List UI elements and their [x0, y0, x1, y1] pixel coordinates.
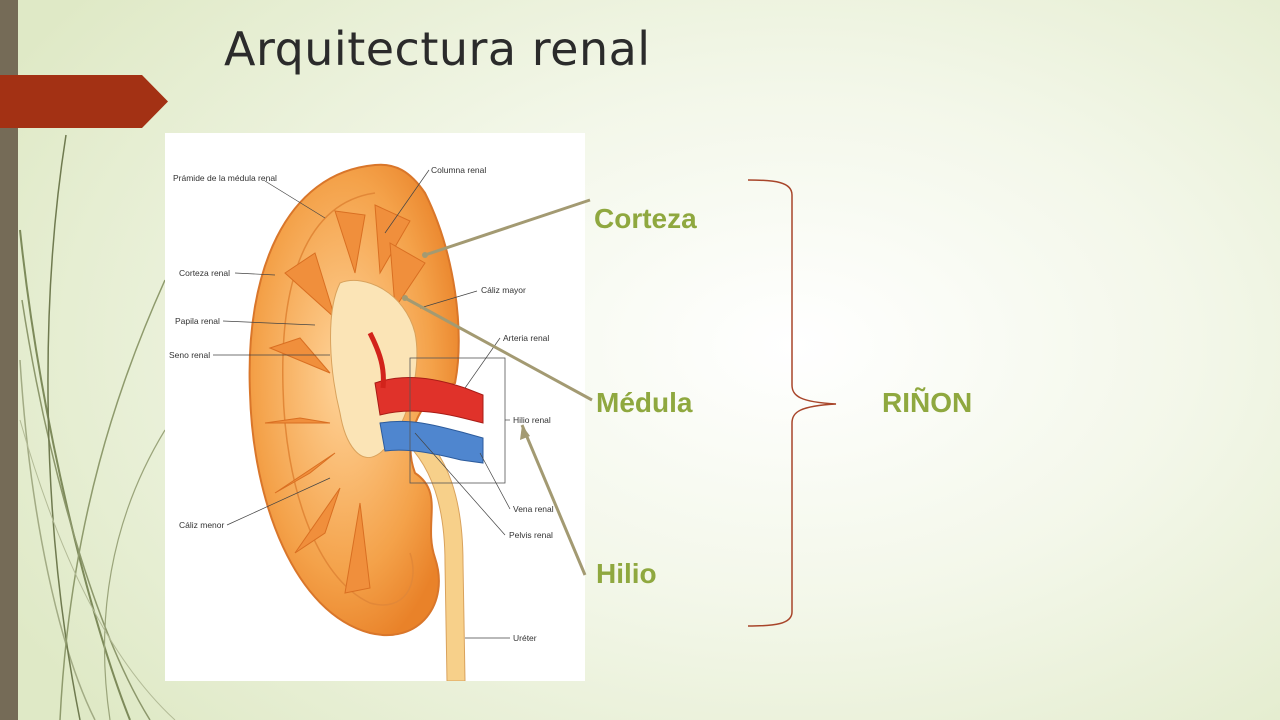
label-seno: Seno renal — [169, 350, 210, 360]
grouping-bracket — [747, 179, 837, 627]
label-pelvis: Pelvis renal — [509, 530, 553, 540]
label-corteza-renal: Corteza renal — [179, 268, 230, 278]
label-papila: Papila renal — [175, 316, 220, 326]
label-hilio-renal: Hilio renal — [513, 415, 551, 425]
renal-pyramids — [264, 204, 426, 594]
label-columna: Columna renal — [431, 165, 486, 175]
callout-rinon: RIÑON — [882, 387, 973, 418]
callout-medula: Médula — [596, 387, 693, 418]
callout-hilio: Hilio — [596, 558, 657, 589]
left-accent-bar — [0, 0, 18, 720]
renal-sinus — [330, 279, 418, 458]
label-ureter: Uréter — [513, 633, 537, 643]
label-caliz-menor: Cáliz menor — [179, 520, 225, 530]
callout-corteza: Corteza — [594, 203, 697, 234]
title-tab-arrow — [0, 75, 168, 128]
decorative-curves — [19, 134, 176, 720]
kidney-figure: Prámide de la médula renal Columna renal… — [165, 133, 585, 682]
label-caliz-mayor: Cáliz mayor — [481, 285, 526, 295]
label-piramide: Prámide de la médula renal — [173, 173, 277, 183]
label-vena: Vena renal — [513, 504, 554, 514]
label-arteria: Arteria renal — [503, 333, 549, 343]
slide-title: Arquitectura renal — [224, 22, 651, 76]
